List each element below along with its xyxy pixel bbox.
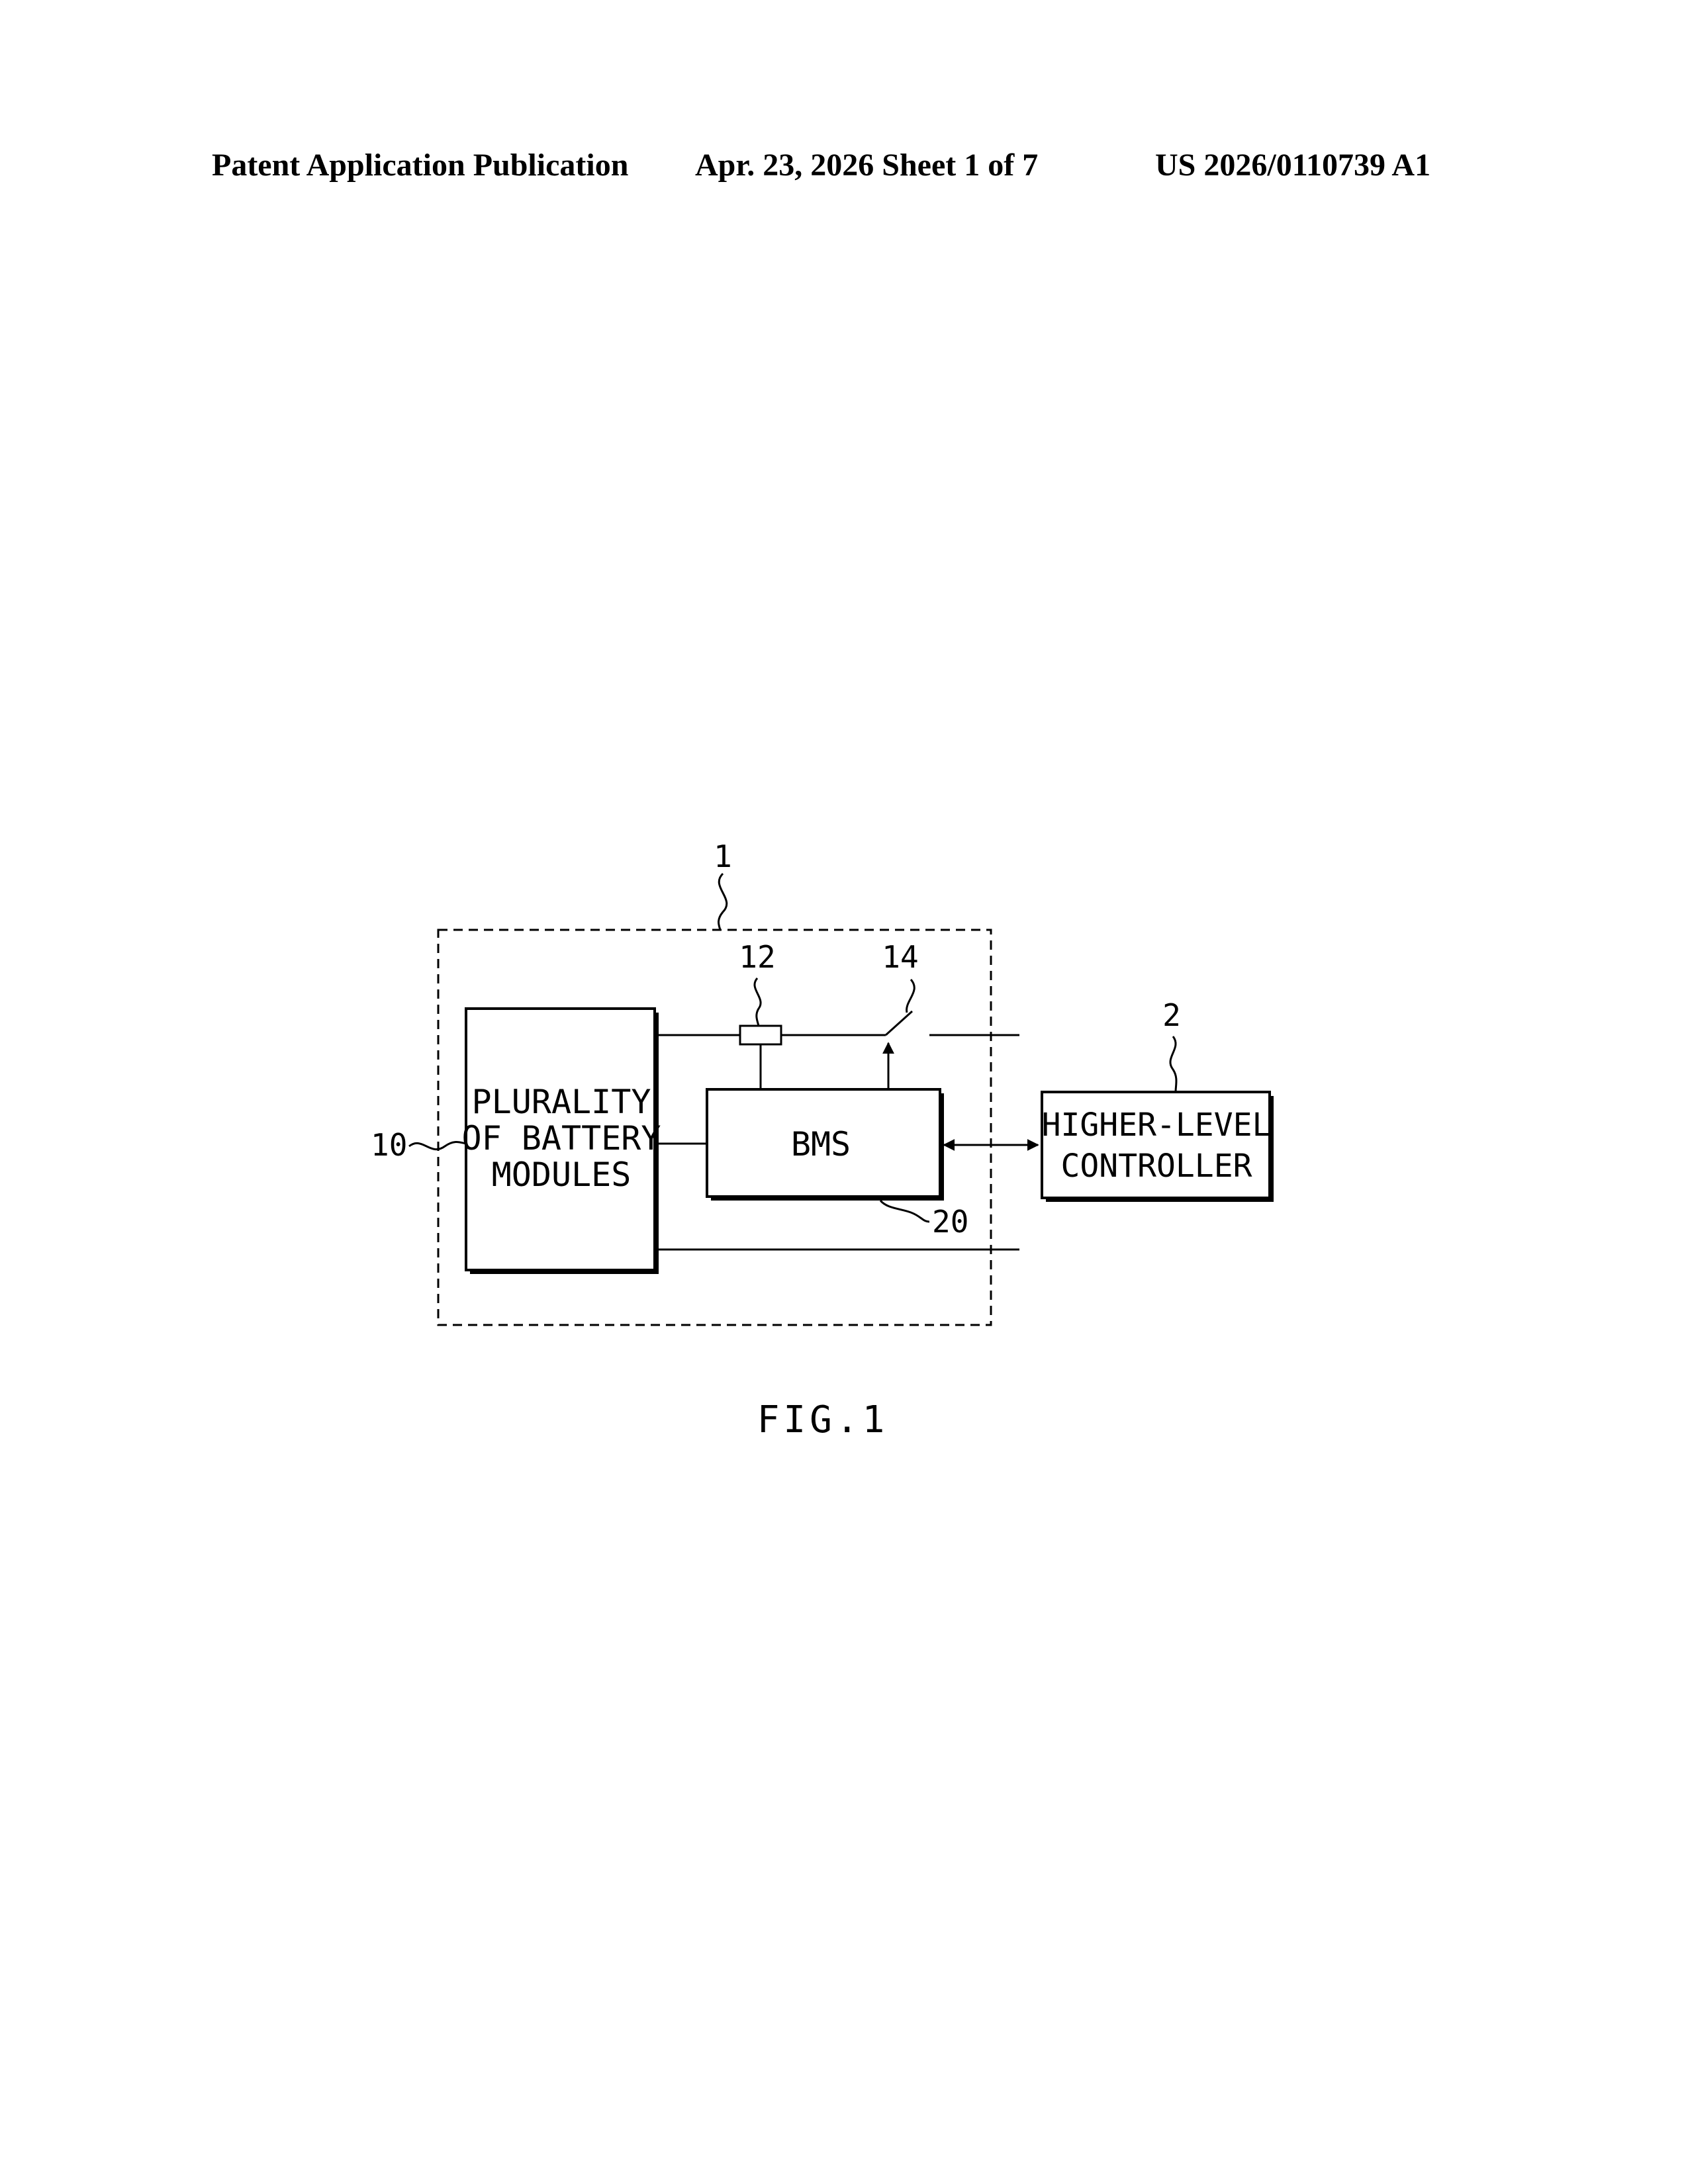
ref-sensor: 12	[739, 939, 775, 975]
modules-label-line1: PLURALITY	[472, 1083, 651, 1121]
leader-controller	[1170, 1036, 1176, 1092]
ref-controller: 2	[1162, 997, 1181, 1033]
leader-bms	[880, 1201, 929, 1222]
controller-label-line2: CONTROLLER	[1061, 1148, 1252, 1185]
controller-label-line1: HIGHER-LEVEL	[1042, 1107, 1272, 1144]
ref-bms: 20	[932, 1204, 968, 1240]
current-sensor	[740, 1026, 781, 1044]
ref-system: 1	[714, 839, 732, 874]
bms-label: BMS	[791, 1125, 851, 1163]
modules-label-line3: MODULES	[492, 1156, 632, 1194]
ref-switch: 14	[882, 939, 918, 975]
leader-sensor	[755, 978, 761, 1026]
ref-modules: 10	[371, 1127, 407, 1163]
modules-label-line2: OF BATTERY	[461, 1119, 661, 1158]
figure-caption: FIG.1	[757, 1398, 889, 1441]
leader-system	[719, 874, 727, 930]
leader-switch	[907, 979, 915, 1013]
switch-blade	[886, 1011, 912, 1035]
